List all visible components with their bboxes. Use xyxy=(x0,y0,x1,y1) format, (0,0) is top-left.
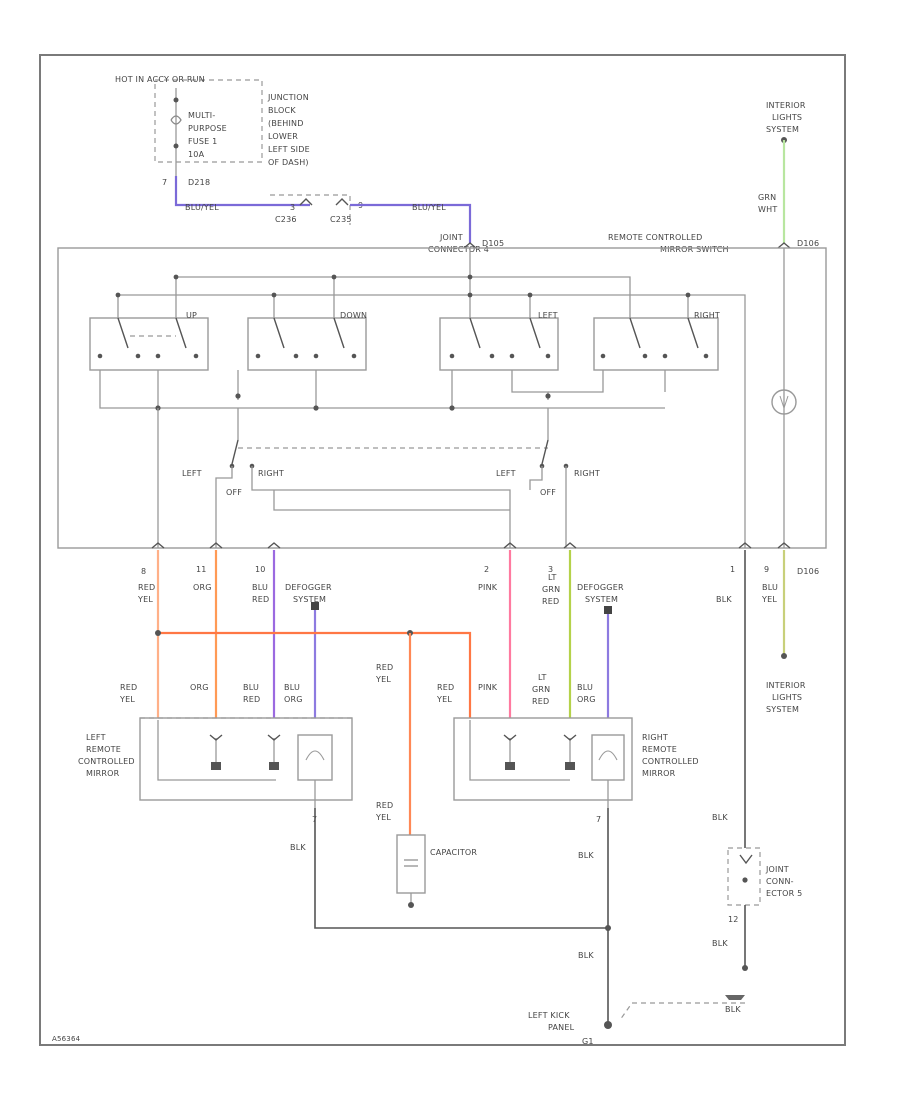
wire-label-blk-7: BLK xyxy=(725,1005,741,1014)
ground-g1: LEFT KICK PANEL G1 xyxy=(528,1011,612,1046)
pin-3: 3 xyxy=(548,565,553,574)
hot-label: HOT IN ACCY OR RUN xyxy=(115,75,205,84)
switch-internal-wiring xyxy=(99,248,746,548)
wire-label-blk-3: BLK xyxy=(578,851,594,860)
d218-label: D218 xyxy=(188,178,210,187)
ground-label: LEFT KICK PANEL xyxy=(528,1011,575,1032)
switch-left-label: LEFT xyxy=(538,311,558,320)
switch-right-label: RIGHT xyxy=(694,311,720,320)
d106-pin-label: D106 xyxy=(797,567,819,576)
pin-12: 12 xyxy=(728,915,739,924)
connector-c236-c235: 3 C236 C235 9 xyxy=(270,194,363,225)
switch-right: RIGHT xyxy=(593,311,720,371)
wire-blu-yel-junction xyxy=(350,203,472,243)
left-mirror-label: LEFT REMOTE CONTROLLED MIRROR xyxy=(78,733,138,778)
joint-connector-5-label: JOINT CONN- ECTOR 5 xyxy=(765,865,802,898)
selector-off-label: OFF xyxy=(226,488,242,497)
illumination-bulb xyxy=(771,389,797,415)
junction-block: HOT IN ACCY OR RUN MULTI- PURPOSE FUSE 1… xyxy=(115,75,313,187)
pin-7b: 7 xyxy=(596,815,601,824)
interior-lights-top-label: INTERIOR LIGHTS SYSTEM xyxy=(766,101,808,134)
pin-1: 1 xyxy=(730,565,735,574)
interior-lights-bottom-label: INTERIOR LIGHTS SYSTEM xyxy=(766,681,808,714)
wire-blu-yel-feed xyxy=(174,176,310,207)
switch-left: LEFT xyxy=(439,311,559,371)
pin-7-label: 7 xyxy=(162,178,167,187)
selector-switch-left: LEFT OFF RIGHT xyxy=(182,408,548,548)
g1-label: G1 xyxy=(582,1037,594,1046)
wire-label-blk-1: BLK xyxy=(716,595,732,604)
d106-label: D106 xyxy=(797,239,819,248)
diagram-id: A56364 xyxy=(52,1035,81,1043)
ground-return-dashed xyxy=(619,1002,745,1021)
pin-2: 2 xyxy=(484,565,489,574)
junction-block-label: JUNCTION BLOCK (BEHIND LOWER LEFT SIDE O… xyxy=(267,93,313,167)
c236-pin: 3 xyxy=(290,203,295,212)
selector-left-label: LEFT xyxy=(182,469,202,478)
pin-9: 9 xyxy=(764,565,769,574)
selector-switch-right: LEFT OFF RIGHT xyxy=(157,408,600,548)
pin-11: 11 xyxy=(196,565,207,574)
wire-red-yel-bus-right xyxy=(410,631,472,718)
wire-label-org-2: ORG xyxy=(190,683,209,692)
selector-off-b-label: OFF xyxy=(540,488,556,497)
pin-8: 8 xyxy=(141,567,146,576)
switch-down-label: DOWN xyxy=(340,311,367,320)
wire-label-org-1: ORG xyxy=(193,583,212,592)
remote-switch-label: REMOTE CONTROLLED MIRROR SWITCH xyxy=(608,233,729,254)
mirror-switch-box xyxy=(57,247,827,549)
d105-label: D105 xyxy=(482,239,504,248)
left-remote-mirror: LEFT REMOTE CONTROLLED MIRROR xyxy=(78,717,353,808)
right-remote-mirror: RIGHT REMOTE CONTROLLED MIRROR xyxy=(453,717,702,808)
fuse-symbol xyxy=(170,115,182,125)
wire-label-blk-5: BLK xyxy=(712,813,728,822)
pin-10: 10 xyxy=(255,565,266,574)
fuse-label: MULTI- PURPOSE FUSE 1 10A xyxy=(188,111,230,159)
switch-up-label: UP xyxy=(186,311,197,320)
wire-label-grn-wht: GRN WHT xyxy=(758,193,779,214)
switch-down: DOWN xyxy=(247,311,367,371)
capacitor-label: CAPACITOR xyxy=(430,848,477,857)
switch-up: UP xyxy=(89,311,209,371)
selector-left-b-label: LEFT xyxy=(496,469,516,478)
wire-blk-left-mirror xyxy=(314,808,608,929)
wire-label-blk-4: BLK xyxy=(578,951,594,960)
wire-label-blk-2: BLK xyxy=(290,843,306,852)
wire-label-blu-yel-1: BLU/YEL xyxy=(185,203,219,212)
c236-label: C236 xyxy=(275,215,297,224)
diagram-frame xyxy=(39,54,846,1046)
selector-right-b-label: RIGHT xyxy=(574,469,600,478)
joint-connector-4-label: JOINT CONNECTOR 4 xyxy=(428,233,489,254)
c235-label: C235 xyxy=(330,215,352,224)
right-mirror-label: RIGHT REMOTE CONTROLLED MIRROR xyxy=(642,733,702,778)
wire-label-pink-2: PINK xyxy=(478,683,498,692)
wire-label-pink-1: PINK xyxy=(478,583,498,592)
wire-label-blk-6: BLK xyxy=(712,939,728,948)
joint-connector-5: BLK JOINT CONN- ECTOR 5 12 BLK xyxy=(712,813,802,971)
selector-right-label: RIGHT xyxy=(258,469,284,478)
switch-connector-pins xyxy=(151,542,791,549)
wire-label-blu-yel-2: BLU/YEL xyxy=(412,203,446,212)
